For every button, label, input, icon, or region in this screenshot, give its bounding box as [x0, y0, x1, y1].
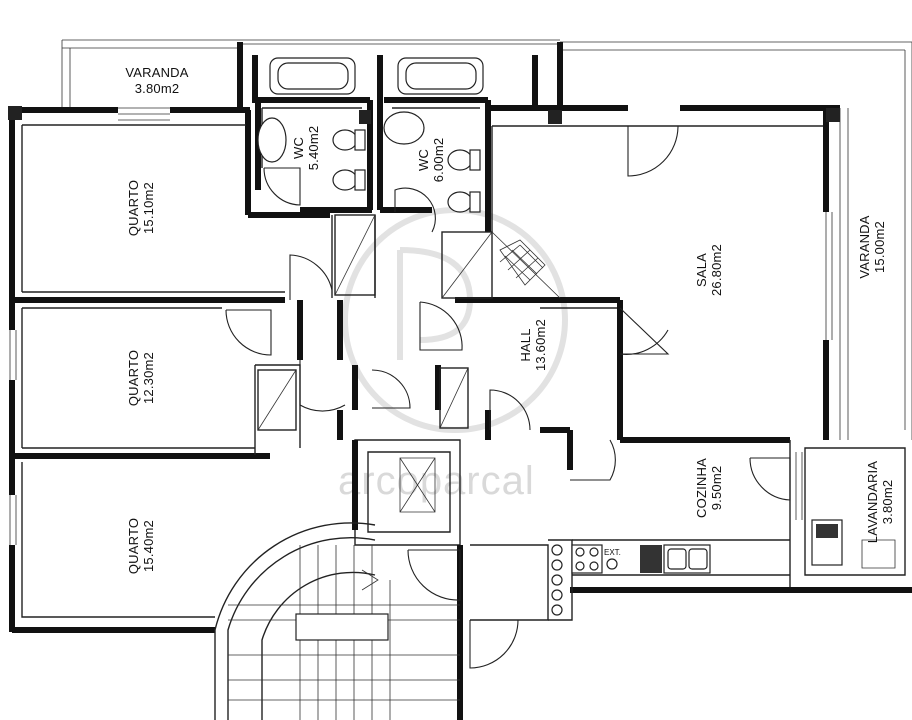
watermark-text: arcoparcal: [338, 459, 535, 503]
wc2-fixtures: [383, 57, 484, 213]
ducts: [257, 214, 561, 431]
quarto-3-name: QUARTO: [126, 518, 141, 574]
kitchen-fixtures: EXT.: [551, 544, 711, 616]
label-quarto-1: QUARTO 15.10m2: [126, 180, 156, 236]
label-varanda-right: VARANDA 15.00m2: [857, 215, 887, 278]
label-sala: SALA 26.80m2: [694, 244, 724, 296]
wall-columns: [8, 106, 840, 124]
quarto-1-name: QUARTO: [126, 180, 141, 236]
quarto-1-area: 15.10m2: [141, 182, 156, 234]
wc-1-name: WC: [291, 137, 306, 159]
quarto-3-area: 15.40m2: [141, 520, 156, 572]
wc-2-name: WC: [416, 149, 431, 171]
lavandaria-name: LAVANDARIA: [865, 461, 880, 544]
cozinha-area: 9.50m2: [709, 466, 724, 511]
sala-area: 26.80m2: [709, 244, 724, 296]
label-cozinha: COZINHA 9.50m2: [694, 458, 724, 518]
label-hall: HALL 13.60m2: [518, 319, 548, 371]
varanda-right-area: 15.00m2: [872, 221, 887, 273]
varanda-right-name: VARANDA: [857, 215, 872, 278]
lavandaria-area: 3.80m2: [880, 480, 895, 525]
label-quarto-3: QUARTO 15.40m2: [126, 518, 156, 574]
wc-2-area: 6.00m2: [431, 138, 446, 183]
sala-name: SALA: [694, 253, 709, 287]
label-wc-1: WC 5.40m2: [291, 126, 321, 171]
walls: [9, 42, 912, 720]
label-quarto-2: QUARTO 12.30m2: [126, 350, 156, 406]
label-wc-2: WC 6.00m2: [416, 138, 446, 183]
wc1-fixtures: [257, 57, 366, 191]
ext-label: EXT.: [604, 548, 621, 557]
hall-name: HALL: [518, 328, 533, 361]
hall-area: 13.60m2: [533, 319, 548, 371]
label-lavandaria: LAVANDARIA 3.80m2: [865, 461, 895, 544]
quarto-2-name: QUARTO: [126, 350, 141, 406]
quarto-2-area: 12.30m2: [141, 352, 156, 404]
laundry-fixtures: [811, 519, 896, 569]
terrace-railings: [61, 39, 912, 440]
windows: [9, 107, 833, 545]
label-varanda-top: VARANDA 3.80m2: [125, 65, 188, 96]
spiral-staircase: [214, 522, 460, 720]
wc-1-area: 5.40m2: [306, 126, 321, 171]
cozinha-name: COZINHA: [694, 458, 709, 518]
varanda-top-area: 3.80m2: [135, 81, 180, 96]
doors: [225, 125, 791, 669]
varanda-top-name: VARANDA: [125, 65, 188, 80]
